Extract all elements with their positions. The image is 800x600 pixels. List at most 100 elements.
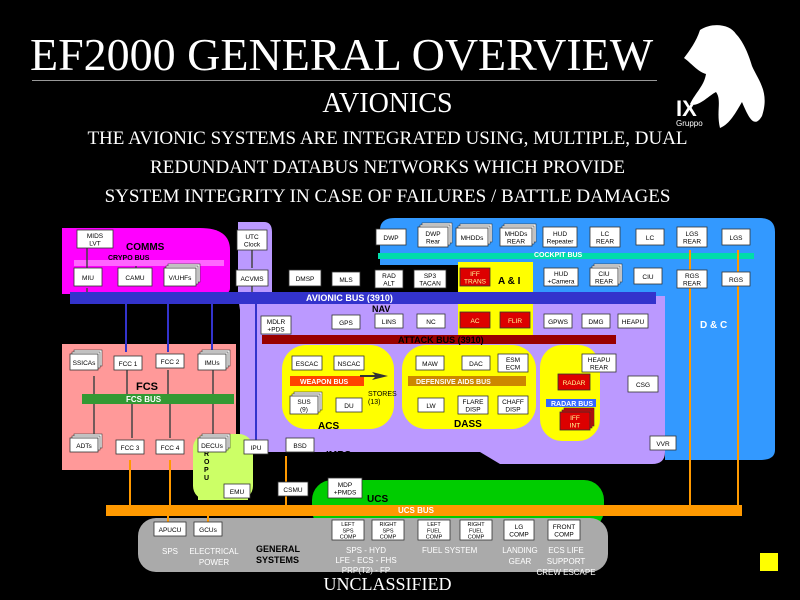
unit-hud-cam: HUD+Camera xyxy=(543,267,579,287)
unit-label-lgs: LGS xyxy=(729,235,743,242)
unit-vvr: VVR xyxy=(649,435,677,451)
unit-dac: DAC xyxy=(461,355,491,371)
fcs-bus-label: FCS BUS xyxy=(126,395,162,404)
unit-label-fcc3: FCC 3 xyxy=(121,445,140,452)
unit-label-hud-cam: HUD+Camera xyxy=(548,271,575,285)
unit-mdp: MDP+PMDS xyxy=(327,477,363,499)
unit-maw: MAW xyxy=(415,355,445,371)
unit-fcc4: FCC 4 xyxy=(155,439,185,455)
unit-label-ac: AC xyxy=(470,318,479,325)
unit-label-apucu: APUCU xyxy=(159,527,182,534)
acs-label: ACS xyxy=(318,421,339,432)
ucs-bus-label: UCS BUS xyxy=(398,506,435,515)
description-line-2: REDUNDANT DATABUS NETWORKS WHICH PROVIDE xyxy=(150,157,625,178)
unit-label-csg: CSG xyxy=(636,382,650,389)
attack-bus xyxy=(262,335,616,344)
unit-imus: IMUs xyxy=(197,349,231,371)
unit-mdlr: MDLR+PDS xyxy=(260,315,292,335)
unit-ciu: CIU xyxy=(633,267,663,285)
avionic-bus-label: AVIONIC BUS (3910) xyxy=(306,293,393,303)
unit-label-heapu: HEAPU xyxy=(622,319,645,326)
unit-label-dmg: DMG xyxy=(588,319,603,326)
unit-gpws: GPWS xyxy=(543,313,573,329)
unit-label-maw: MAW xyxy=(422,361,439,368)
unit-rgs: RGS xyxy=(721,271,751,287)
cockpit-bus-label: COCKPIT BUS xyxy=(534,252,583,259)
unit-label-gps: GPS xyxy=(339,320,353,327)
unit-csmu: CSMU xyxy=(277,481,309,497)
title-divider xyxy=(32,80,657,81)
dc-label: D & C xyxy=(700,320,727,331)
unit-miu: MIU xyxy=(73,267,103,287)
unit-ac: AC xyxy=(459,311,491,329)
connectors xyxy=(86,246,253,438)
logo-text: IX xyxy=(676,96,697,121)
unit-label-bsd: BSD xyxy=(293,443,307,450)
unit-gps: GPS xyxy=(331,314,361,330)
unit-label-gpws: GPWS xyxy=(548,319,569,326)
unit-csg: CSG xyxy=(627,375,659,393)
unit-label-ipu: IPU xyxy=(251,445,262,452)
unit-nscac: NSCAC xyxy=(333,355,365,371)
unit-bsd: BSD xyxy=(285,437,315,453)
unit-label-acvms: ACVMS xyxy=(240,276,264,283)
unit-label-decus: DECUs xyxy=(201,443,223,450)
imrs-label: IMRS xyxy=(326,450,351,461)
corner-marker xyxy=(760,553,778,571)
unit-vuhf: V/UHFs xyxy=(163,263,201,287)
unit-lw: LW xyxy=(417,397,445,413)
cockpit-bus xyxy=(378,253,754,259)
unit-decus: DECUs xyxy=(197,433,231,453)
unit-label-ssica: SSICAs xyxy=(73,360,97,367)
attack-bus-label: ATTACK BUS (3910) xyxy=(398,335,484,345)
bus-drops xyxy=(129,250,739,522)
unit-label-nc: NC xyxy=(426,319,436,326)
crypto-bus xyxy=(74,260,224,266)
logo-subtext: Gruppo xyxy=(676,119,703,128)
unit-label-mdp: MDP+PMDS xyxy=(334,482,357,496)
unit-dmg: DMG xyxy=(581,313,611,329)
unit-label-fcc2: FCC 2 xyxy=(161,359,180,366)
unit-fcc3: FCC 3 xyxy=(115,439,145,455)
description-line-1: THE AVIONIC SYSTEMS ARE INTEGRATED USING… xyxy=(87,128,688,149)
unit-label-lc: LC xyxy=(646,235,655,242)
unit-flir: FLIR xyxy=(499,311,531,329)
unit-dmsp: DMSP xyxy=(288,269,322,287)
unit-label-rgs: RGS xyxy=(729,277,744,284)
nav-label: NAV xyxy=(372,304,390,314)
crypto-bus-label: CRYPO BUS xyxy=(108,255,150,262)
unit-label-lins: LINS xyxy=(382,319,397,326)
unit-label-imus: IMUs xyxy=(204,360,220,367)
unit-sus: SUS(9) xyxy=(289,391,323,415)
unit-camu: CAMU xyxy=(117,267,153,287)
unit-gcus: GCUs xyxy=(193,521,223,537)
ucs-label: UCS xyxy=(367,494,388,505)
weapon-bus-label: WEAPON BUS xyxy=(300,379,349,386)
unit-fcc1: FCC 1 xyxy=(113,355,143,371)
